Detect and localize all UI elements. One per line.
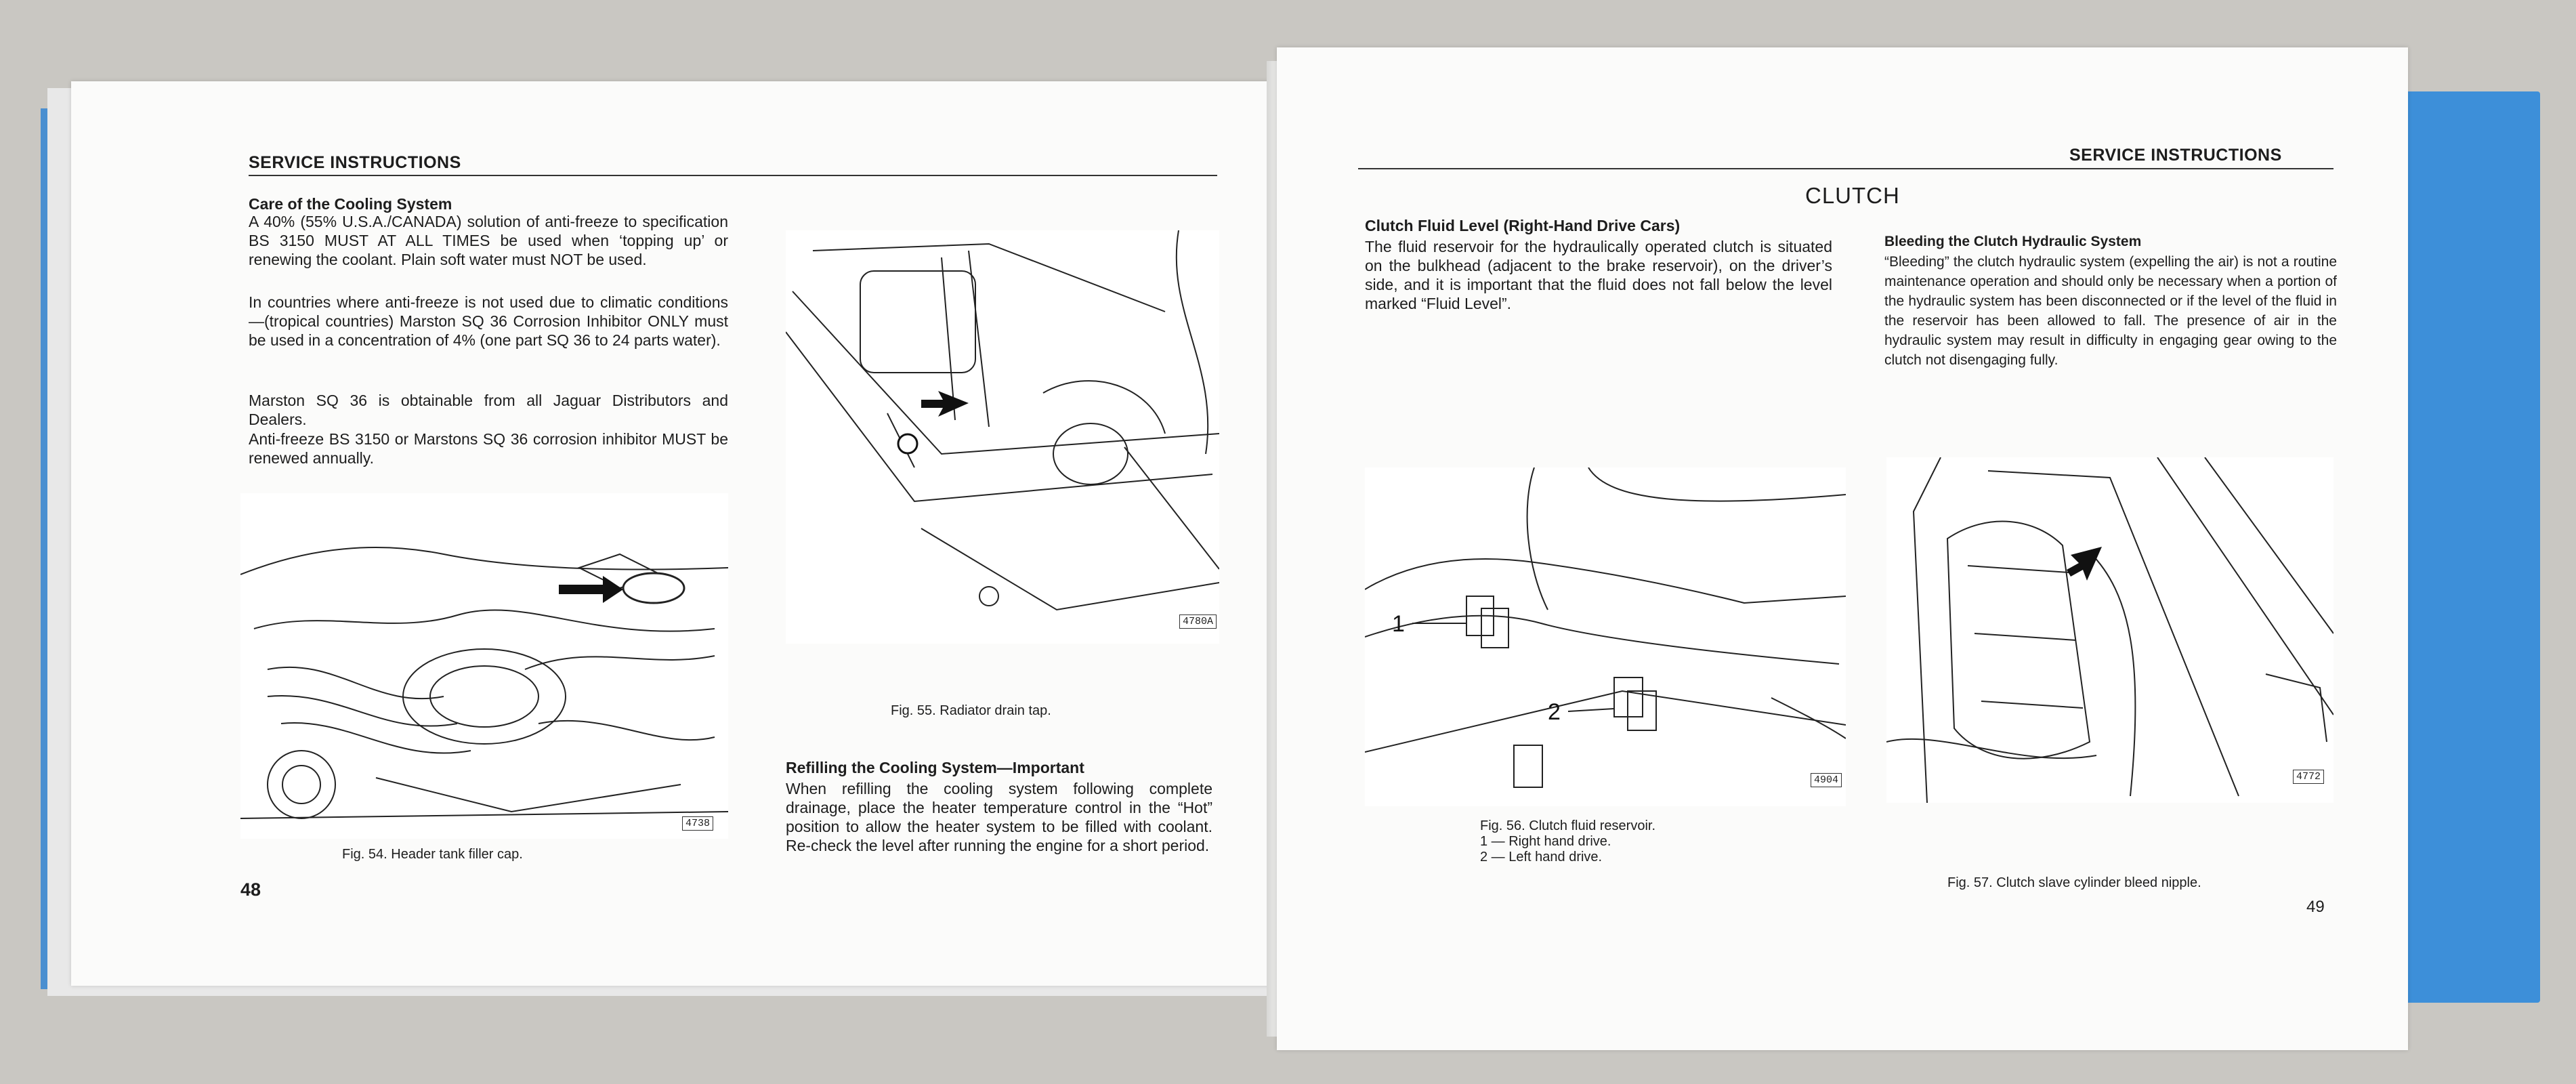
cooling-paragraph-4: Anti-freeze BS 3150 or Marstons SQ 36 co… <box>249 430 728 467</box>
fig55-illustration: 4780A <box>786 230 1219 644</box>
fluid-level-text: The fluid reservoir for the hydraulicall… <box>1365 238 1832 312</box>
refill-title: Refilling the Cooling System—Important <box>786 759 1084 776</box>
cooling-paragraph-1: A 40% (55% U.S.A./CANADA) solution of an… <box>249 213 728 268</box>
fig56-number: 4904 <box>1810 773 1842 787</box>
page-number-48: 48 <box>240 879 261 900</box>
chapter-title: CLUTCH <box>1805 183 1900 208</box>
right-header-rule <box>1358 168 2334 169</box>
fig54-caption: Fig. 54. Header tank filler cap. <box>342 847 523 862</box>
fig57-caption: Fig. 57. Clutch slave cylinder bleed nip… <box>1947 875 2201 890</box>
left-header: SERVICE INSTRUCTIONS <box>249 153 461 172</box>
arrow-pointer-icon <box>921 391 969 417</box>
fig57-illustration: 4772 <box>1886 457 2334 803</box>
right-page: SERVICE INSTRUCTIONS CLUTCH Clutch Fluid… <box>1277 47 2408 1050</box>
bleeding-title: Bleeding the Clutch Hydraulic System <box>1884 234 2142 249</box>
fig56-label-1: 1 <box>1392 611 1405 637</box>
left-header-rule <box>249 175 1217 176</box>
right-header: SERVICE INSTRUCTIONS <box>2069 146 2282 165</box>
book-cover-right <box>2405 91 2540 1003</box>
fig56-illustration: 1 2 4904 <box>1365 467 1846 806</box>
fig54-number: 4738 <box>681 816 713 831</box>
arrow-pointer-icon <box>559 576 623 603</box>
fig55-number: 4780A <box>1179 614 1217 629</box>
arrow-pointer-icon <box>2067 547 2102 581</box>
fig54-illustration: 4738 <box>240 493 728 839</box>
fig56-label-2: 2 <box>1548 699 1561 725</box>
refill-text: When refilling the cooling system follow… <box>786 780 1212 854</box>
left-page: SERVICE INSTRUCTIONS Care of the Cooling… <box>71 81 1284 986</box>
bleeding-text: “Bleeding” the clutch hydraulic system (… <box>1884 254 2337 368</box>
fig55-caption: Fig. 55. Radiator drain tap. <box>891 703 1051 718</box>
fig56-caption: Fig. 56. Clutch fluid reservoir. 1 — Rig… <box>1480 818 1655 864</box>
cooling-paragraph-2: In countries where anti-freeze is not us… <box>249 293 728 349</box>
fig57-number: 4772 <box>2292 770 2324 784</box>
fluid-level-title: Clutch Fluid Level (Right-Hand Drive Car… <box>1365 217 1681 234</box>
page-number-49: 49 <box>2306 898 2325 916</box>
cooling-paragraph-3: Marston SQ 36 is obtainable from all Jag… <box>249 392 728 428</box>
cooling-section-title: Care of the Cooling System <box>249 195 452 213</box>
